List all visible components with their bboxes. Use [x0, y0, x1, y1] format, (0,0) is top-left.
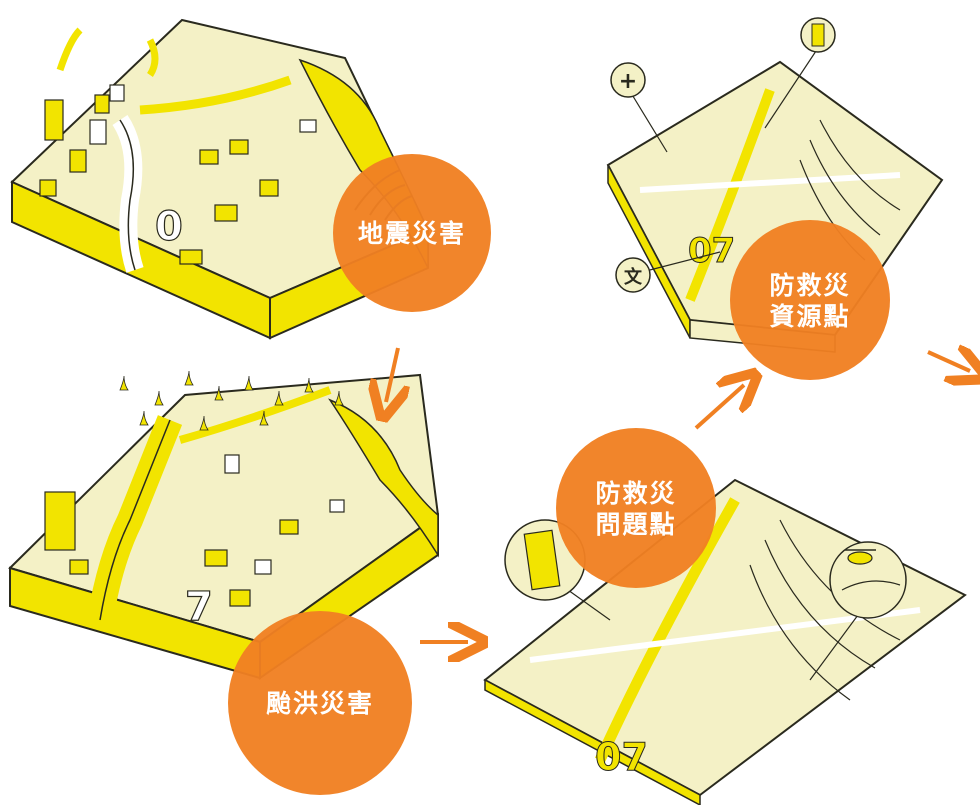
- earthquake-circle: [333, 154, 491, 312]
- problem-map-road-number: 07: [595, 735, 648, 779]
- resource-map-road-number: 07: [688, 231, 735, 271]
- school-marker: [615, 257, 651, 293]
- hospital-symbol: +: [619, 69, 637, 94]
- flood-road-number: 7: [185, 584, 213, 630]
- problem-points-map: 07: [483, 478, 967, 805]
- rain-drops: [119, 370, 344, 431]
- arrow-problem-to-resource: [694, 385, 744, 430]
- problem-points-circle: [556, 428, 716, 588]
- arrow-resource-onward: [927, 352, 970, 371]
- school-symbol: 文: [624, 266, 643, 288]
- resource-points-circle: [730, 220, 890, 380]
- hospital-marker: [610, 62, 646, 98]
- flood-terrain-block: 7: [8, 370, 440, 680]
- flood-circle: [228, 611, 412, 795]
- earthquake-road-number: 0: [155, 204, 183, 250]
- arrow-earthquake-to-flood: [386, 347, 398, 402]
